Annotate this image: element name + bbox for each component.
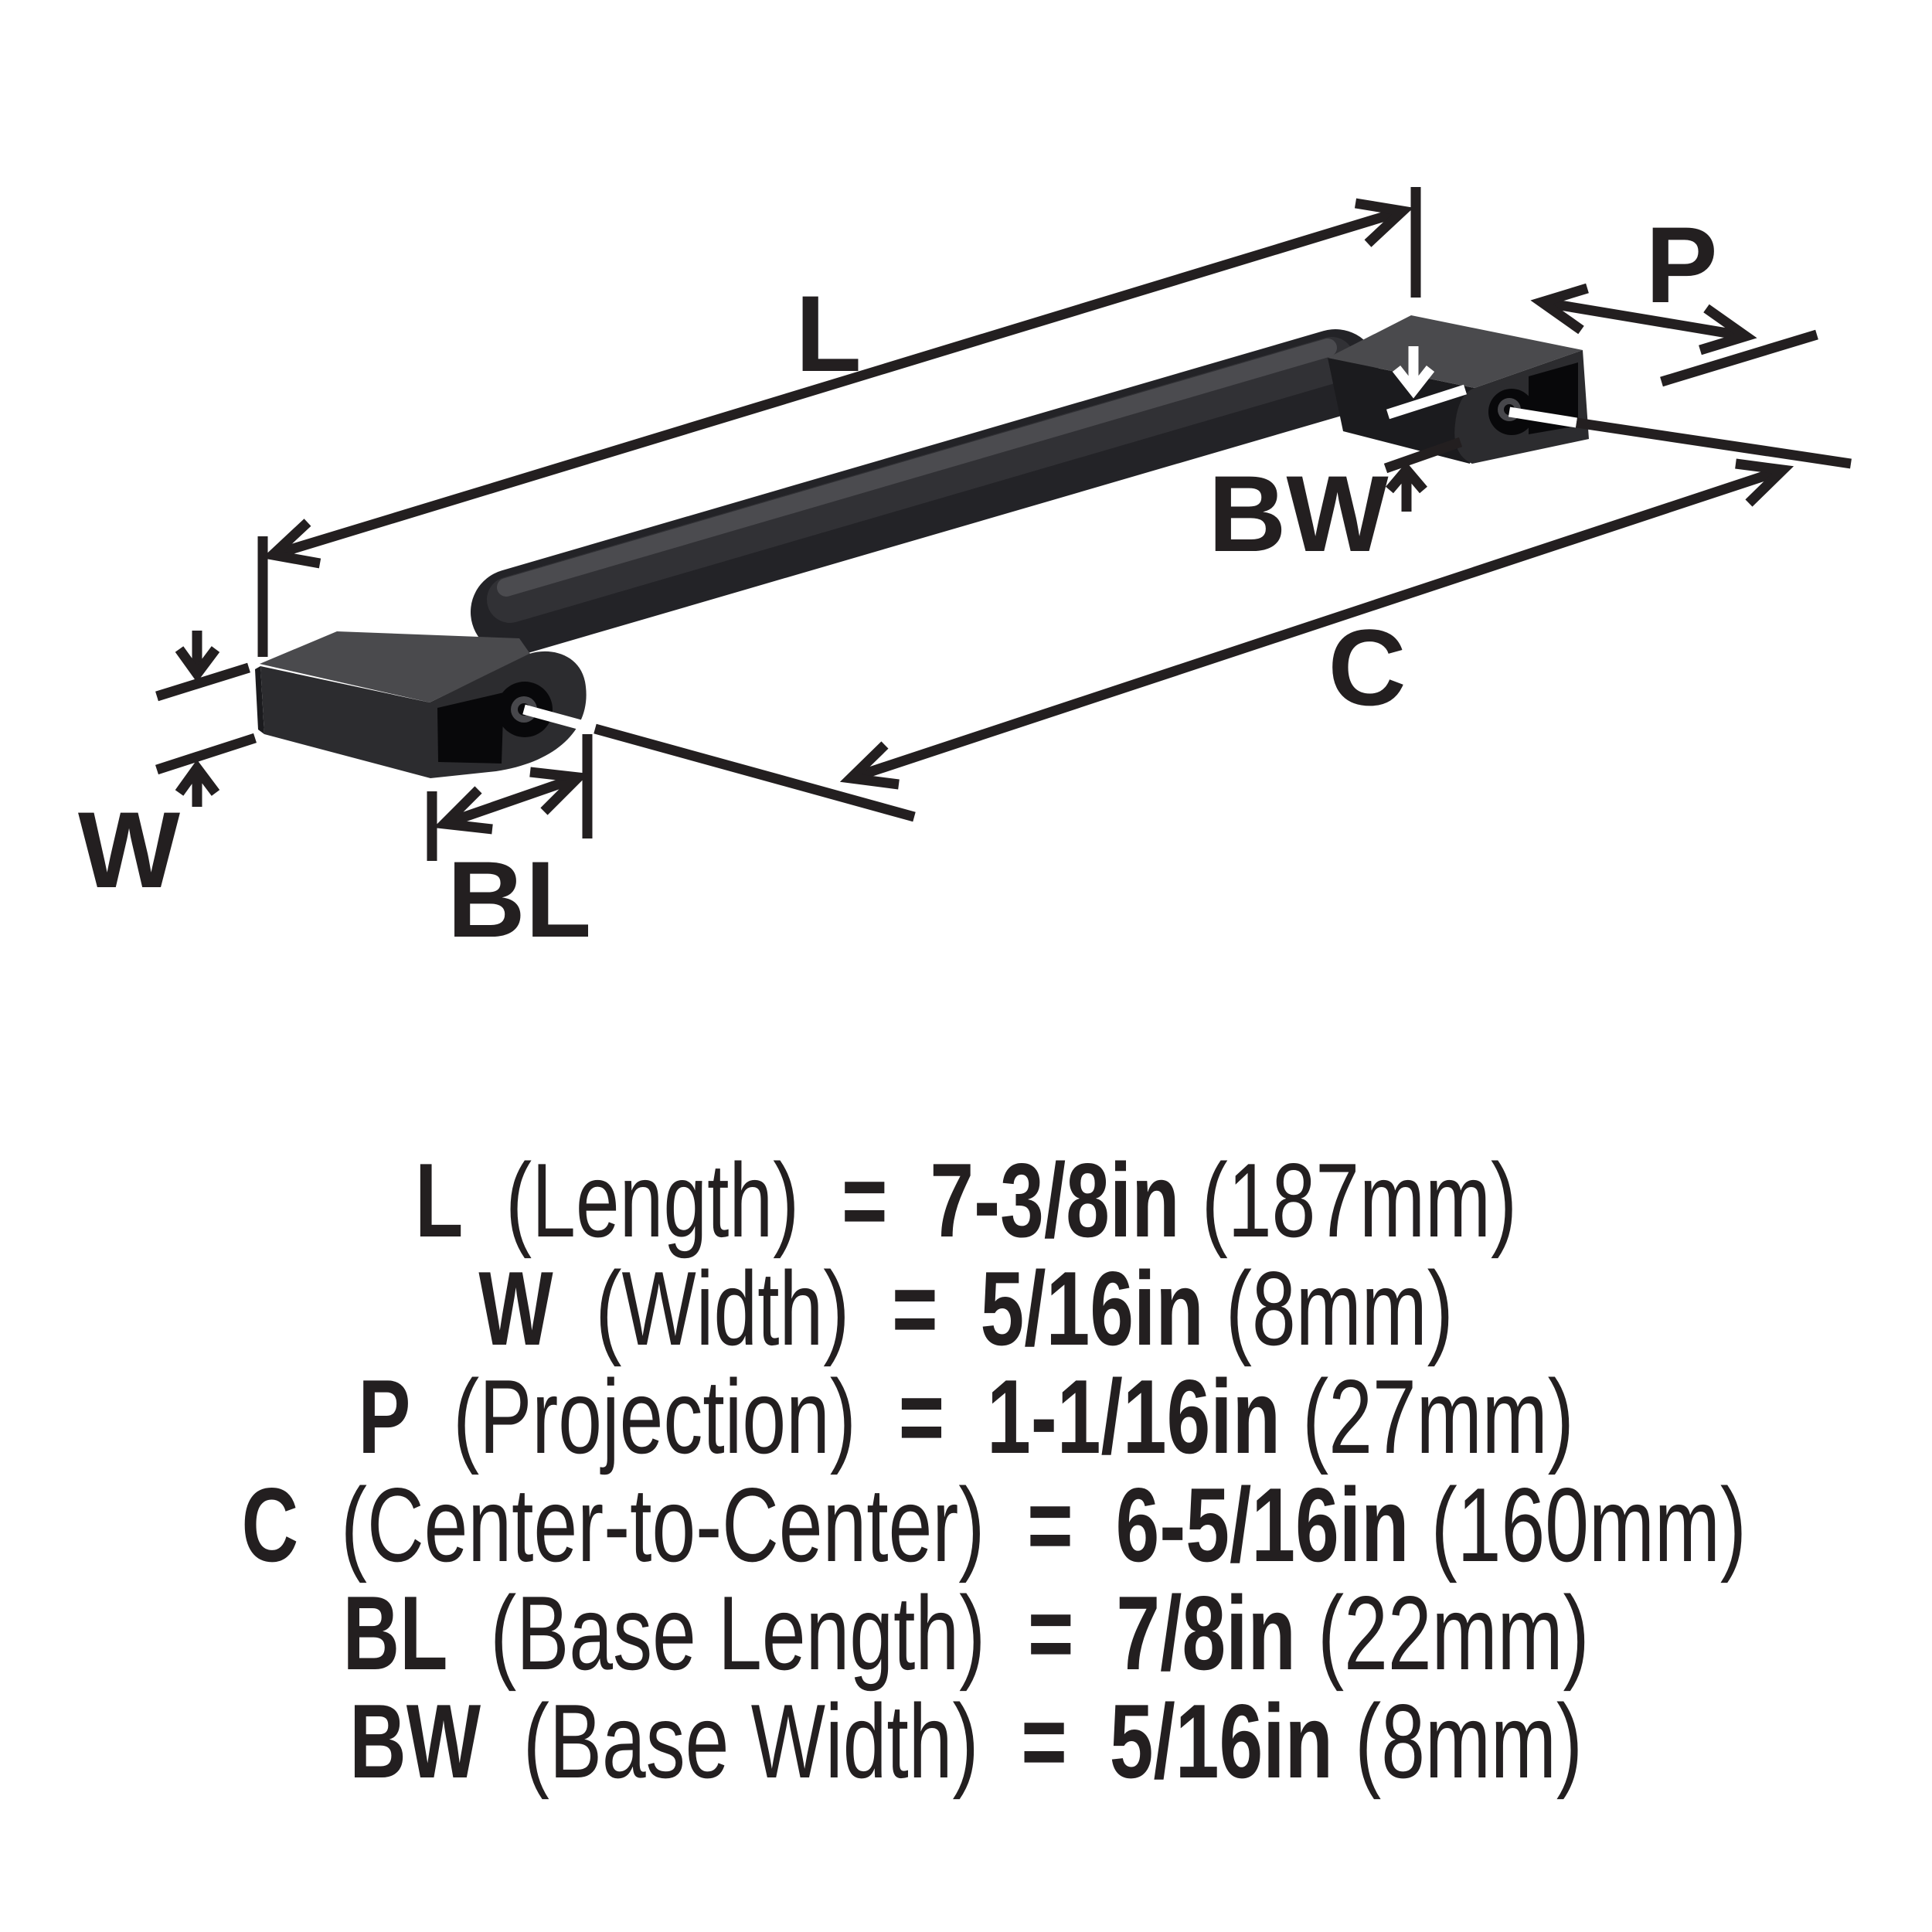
- spec-name: (Width): [595, 1250, 850, 1367]
- w-label: W: [78, 789, 180, 910]
- handle-bar-highlight: [497, 338, 1337, 597]
- spec-value: 7-3/8in: [930, 1141, 1180, 1259]
- dimension-projection: P: [1530, 204, 1818, 387]
- spec-code: BW: [349, 1682, 481, 1800]
- spec-value: 5/16in: [1109, 1682, 1333, 1800]
- bl-dimension-line: [442, 772, 580, 829]
- spec-code: P: [358, 1358, 411, 1475]
- w-extension-tick-bottom: [155, 733, 257, 775]
- c-label: C: [1328, 607, 1406, 728]
- spec-metric: (27mm): [1302, 1358, 1574, 1475]
- equals-sign: =: [1027, 1466, 1073, 1583]
- p-arrowhead-right: [1699, 304, 1757, 355]
- c-extension-tick-left: [594, 723, 916, 822]
- w-extension-tick-top: [155, 662, 250, 702]
- spec-value: 5/16in: [980, 1250, 1204, 1367]
- p-dimension-line: [1540, 297, 1747, 342]
- spec-name: (Projection): [453, 1358, 856, 1475]
- p-extension-tick-right: [1660, 329, 1818, 387]
- p-label: P: [1645, 204, 1717, 325]
- bw-extension-tick-bottom: [1383, 437, 1463, 474]
- left-base-top-face: [260, 631, 530, 702]
- spec-name: (Base Length): [490, 1574, 986, 1692]
- handle-bar-sheen: [487, 337, 1355, 623]
- spec-metric: (22mm): [1318, 1574, 1590, 1692]
- spec-name: (Center-to-Center): [341, 1466, 985, 1583]
- c-dimension-line: [849, 464, 1785, 784]
- spec-row-base-length: BL (Base Length) = 7/8in (22mm): [242, 1579, 1691, 1687]
- dimension-width: W: [78, 631, 257, 910]
- c-hole-axis-mark-right-white: [1508, 406, 1578, 428]
- spec-list: L (Length) = 7-3/8in (187mm) W (Width) =…: [242, 1146, 1747, 1795]
- equals-sign: =: [1021, 1682, 1067, 1800]
- spec-code: C: [241, 1466, 299, 1583]
- spec-row-width: W (Width) = 5/16in (8mm): [242, 1254, 1691, 1362]
- spec-name: (Length): [505, 1141, 800, 1259]
- c-arrowhead-left: [839, 741, 900, 790]
- bl-arrowhead-left: [433, 786, 493, 835]
- handle-illustration: [255, 315, 1589, 778]
- bw-label: BW: [1208, 453, 1388, 574]
- spec-metric: (187mm): [1201, 1141, 1517, 1259]
- l-arrowhead-right: [1354, 198, 1414, 247]
- spec-row-center-to-center: C (Center-to-Center) = 6-5/16in (160mm): [242, 1471, 1747, 1579]
- left-base-end-face: [255, 666, 264, 734]
- spec-code: BL: [342, 1574, 448, 1692]
- c-hole-axis-mark-left-white: [522, 704, 597, 734]
- left-base-front-face: [260, 651, 587, 778]
- bl-label: BL: [447, 838, 592, 960]
- w-arrowhead-up: [175, 760, 220, 796]
- bw-extension-tick-top-white: [1386, 384, 1467, 420]
- p-arrowhead-left: [1530, 283, 1589, 335]
- c-extension-tick-right: [1576, 417, 1852, 469]
- spec-metric: (160mm): [1430, 1466, 1747, 1583]
- equals-sign: =: [1027, 1574, 1074, 1692]
- spec-row-projection: P (Projection) = 1-1/16in (27mm): [242, 1362, 1691, 1471]
- spec-code: W: [478, 1250, 553, 1367]
- spec-code: L: [415, 1141, 464, 1259]
- spec-metric: (8mm): [1226, 1250, 1454, 1367]
- bl-arrowhead-right: [529, 767, 590, 815]
- l-dimension-line: [271, 206, 1404, 560]
- c-arrowhead-right: [1735, 458, 1794, 507]
- spec-value: 6-5/16in: [1115, 1466, 1410, 1583]
- bw-arrowhead-up: [1386, 461, 1427, 494]
- w-arrowhead-down: [175, 646, 220, 682]
- equals-sign: =: [841, 1141, 888, 1259]
- bw-arrowhead-down-white: [1392, 365, 1435, 399]
- spec-metric: (8mm): [1355, 1682, 1583, 1800]
- dimension-base-width: BW: [1208, 346, 1467, 574]
- spec-value: 7/8in: [1116, 1574, 1296, 1692]
- spec-row-length: L (Length) = 7-3/8in (187mm): [242, 1146, 1691, 1254]
- spec-row-base-width: BW (Base Width) = 5/16in (8mm): [242, 1687, 1691, 1795]
- spec-name: (Base Width): [522, 1682, 979, 1800]
- l-label: L: [795, 273, 862, 394]
- spec-value: 1-1/16in: [987, 1358, 1281, 1475]
- dimension-length: L: [257, 187, 1421, 657]
- equals-sign: =: [892, 1250, 938, 1367]
- equals-sign: =: [898, 1358, 945, 1475]
- left-base-recess: [437, 692, 504, 764]
- l-arrowhead-left: [262, 519, 321, 569]
- right-base-top-face: [1328, 315, 1583, 388]
- dimension-base-length: BL: [427, 734, 593, 960]
- dimension-center-to-center: C: [522, 406, 1852, 822]
